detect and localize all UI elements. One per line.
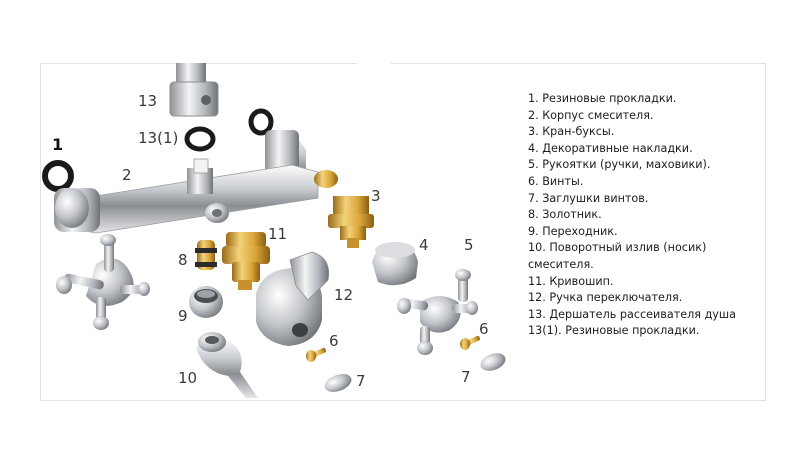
switch-handle-12 bbox=[256, 251, 330, 346]
cross-handle-left bbox=[56, 234, 150, 330]
screw-cap-7-right bbox=[480, 353, 506, 371]
callout-3: 3 bbox=[371, 187, 381, 205]
legend-item: 9. Переходник. bbox=[528, 224, 618, 238]
screw-6-right bbox=[460, 335, 480, 350]
legend-item: 11. Кривошип. bbox=[528, 274, 614, 288]
callout-2: 2 bbox=[122, 166, 132, 184]
shower-holder bbox=[169, 63, 219, 117]
legend-item: 13. Дершатель рассеивателя душа bbox=[528, 307, 737, 321]
legend-item: 8. Золотник. bbox=[528, 208, 602, 222]
legend-item: 4. Декоративные накладки. bbox=[528, 141, 693, 155]
screw-6-left bbox=[306, 347, 326, 362]
callout-7-left: 7 bbox=[356, 372, 366, 390]
spout-10 bbox=[196, 332, 258, 398]
gasket-1 bbox=[42, 160, 74, 192]
decorative-cover-4 bbox=[372, 242, 418, 286]
legend-item: 2. Корпус смесителя. bbox=[528, 108, 654, 122]
crank-11 bbox=[222, 232, 270, 290]
callout-5: 5 bbox=[464, 236, 474, 254]
frame-gap bbox=[357, 58, 391, 70]
legend-item: смесителя. bbox=[528, 257, 594, 271]
mixer-body bbox=[54, 130, 338, 234]
callout-8: 8 bbox=[178, 251, 188, 269]
parts-legend: 1. Резиновые прокладки. 2. Корпус смесит… bbox=[528, 91, 760, 340]
screw-cap-7-left bbox=[324, 374, 352, 392]
callout-13: 13 bbox=[138, 92, 158, 110]
legend-item: 13(1). Резиновые прокладки. bbox=[528, 324, 700, 338]
cross-handle-right bbox=[397, 269, 478, 355]
legend-item: 6. Винты. bbox=[528, 174, 584, 188]
callout-6-right: 6 bbox=[479, 320, 489, 338]
callout-11: 11 bbox=[268, 225, 288, 243]
diagram-frame bbox=[40, 63, 766, 401]
spool-8 bbox=[195, 240, 217, 270]
gasket-13-1 bbox=[184, 126, 216, 152]
callout-13-1: 13(1) bbox=[138, 129, 179, 147]
callout-6-left: 6 bbox=[329, 332, 339, 350]
legend-item: 12. Ручка переключателя. bbox=[528, 291, 683, 305]
legend-item: 3. Кран-буксы. bbox=[528, 125, 615, 139]
gasket-top-right bbox=[248, 108, 274, 136]
callout-1: 1 bbox=[52, 135, 64, 154]
legend-item: 7. Заглушки винтов. bbox=[528, 191, 649, 205]
adapter-9 bbox=[189, 286, 223, 318]
valve-cartridge-3 bbox=[328, 196, 374, 248]
legend-item: 1. Резиновые прокладки. bbox=[528, 92, 677, 105]
callout-4: 4 bbox=[419, 236, 429, 254]
legend-item: 5. Рукоятки (ручки, маховики). bbox=[528, 158, 711, 172]
callout-7-right: 7 bbox=[461, 368, 471, 386]
legend-item: 10. Поворотный излив (носик) bbox=[528, 241, 707, 255]
callout-12: 12 bbox=[334, 286, 354, 304]
callout-9: 9 bbox=[178, 307, 188, 325]
callout-10: 10 bbox=[178, 369, 198, 387]
